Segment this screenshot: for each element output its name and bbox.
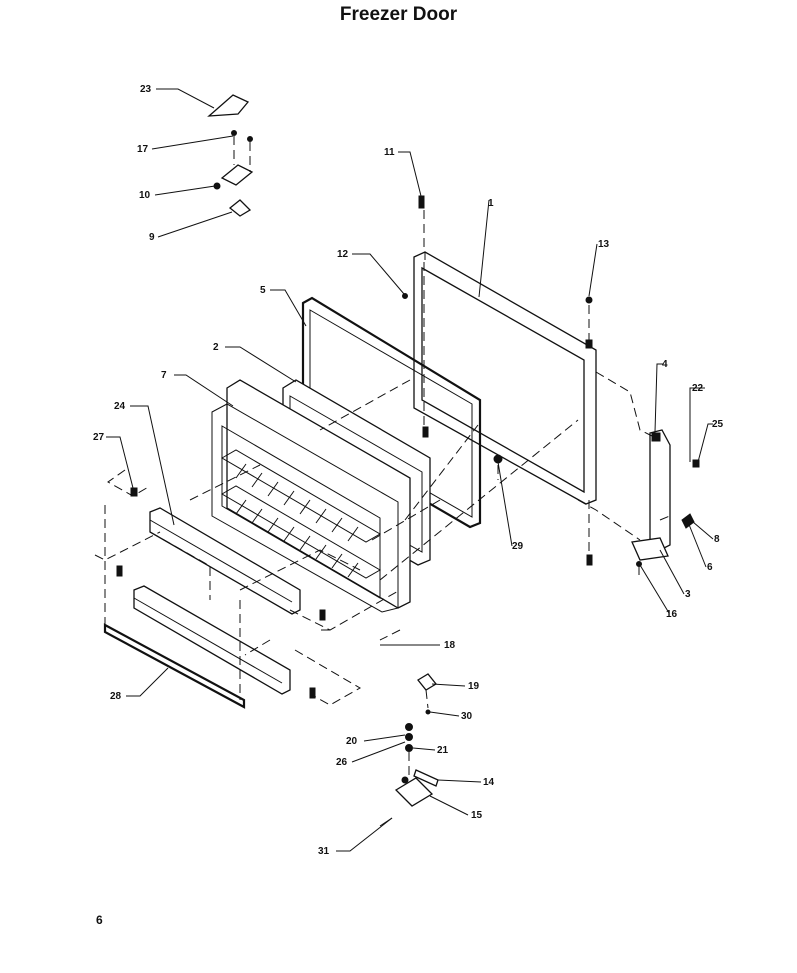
callout-2: 2	[213, 342, 219, 353]
callout-23: 23	[140, 84, 152, 95]
callout-31: 31	[318, 846, 330, 857]
callout-20: 20	[346, 736, 358, 747]
bottom-trim-bin	[103, 585, 291, 709]
callout-8: 8	[714, 534, 720, 545]
callout-11: 11	[384, 147, 395, 158]
callout-24: 24	[114, 401, 126, 412]
callout-25: 25	[712, 419, 724, 430]
callout-27: 27	[93, 432, 105, 443]
callout-6: 6	[707, 562, 713, 573]
callout-16: 16	[666, 609, 678, 620]
page-number: 6	[96, 913, 103, 927]
callout-17: 17	[137, 144, 149, 155]
callout-3: 3	[685, 589, 691, 600]
outer-door-panel	[413, 251, 597, 505]
callout-19: 19	[468, 681, 480, 692]
callout-5: 5	[260, 285, 266, 296]
callout-28: 28	[110, 691, 122, 702]
callout-14: 14	[483, 777, 495, 788]
callout-21: 21	[437, 745, 449, 756]
callout-29: 29	[512, 541, 524, 552]
callout-15: 15	[471, 810, 483, 821]
callout-10: 10	[139, 190, 151, 201]
callout-12: 12	[337, 249, 349, 260]
callout-30: 30	[461, 711, 473, 722]
callout-4: 4	[662, 359, 668, 370]
top-hinge-cover	[207, 94, 250, 117]
callout-26: 26	[336, 757, 348, 768]
door-shelf-assembly	[211, 379, 411, 613]
leader-lines	[106, 88, 714, 852]
callout-22: 22	[692, 383, 704, 394]
top-hinge-plate	[213, 130, 254, 217]
callout-1: 1	[488, 198, 494, 209]
callout-18: 18	[444, 640, 456, 651]
page-title: Freezer Door	[339, 4, 458, 25]
callout-13: 13	[598, 239, 610, 250]
callout-7: 7	[161, 370, 167, 381]
alignment-lines	[94, 210, 673, 775]
callout-9: 9	[149, 232, 155, 243]
callout-labels: 23 17 10 9 11 12 1 13 5 2 7 24 27 4 22 2…	[93, 84, 724, 857]
lower-hinge-bracket	[631, 429, 671, 561]
